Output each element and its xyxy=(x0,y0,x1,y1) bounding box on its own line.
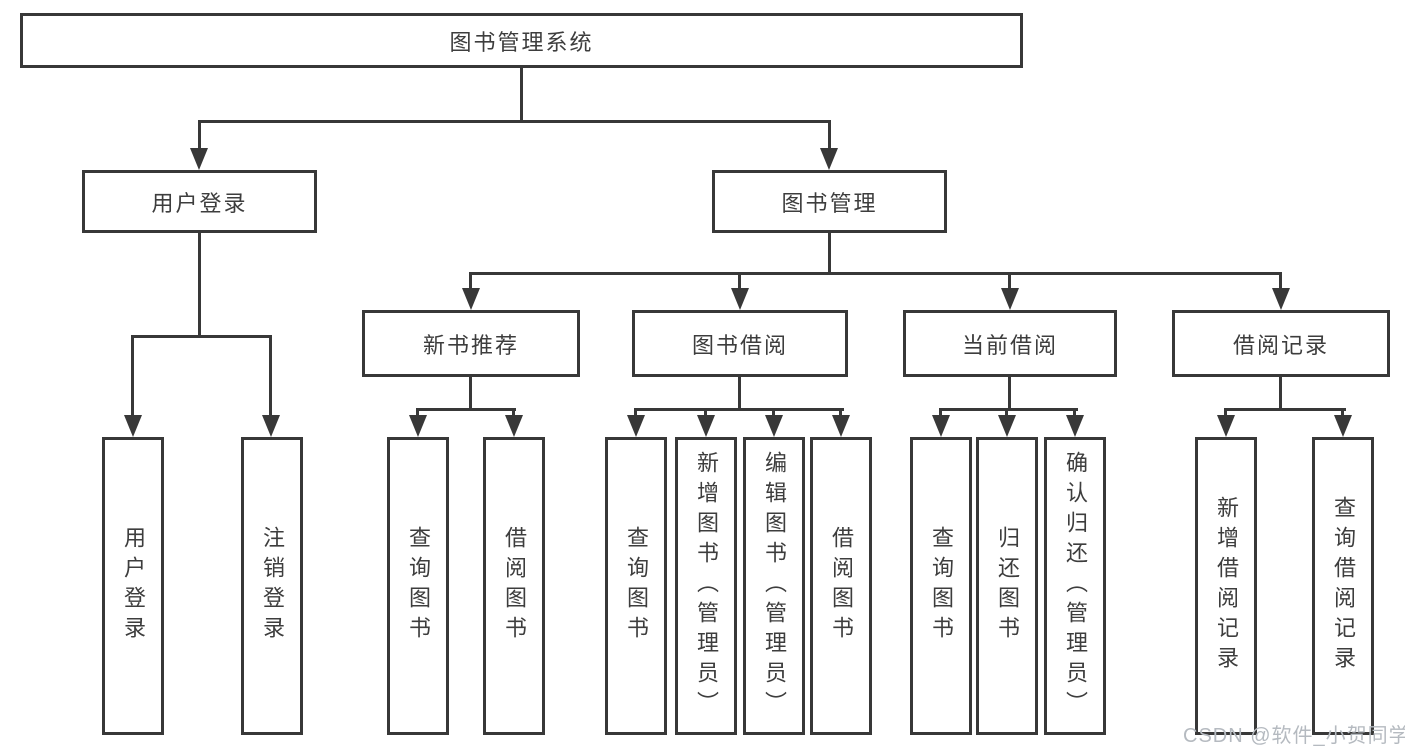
connector-vline xyxy=(1008,272,1011,290)
node-borrowing-records: 借阅记录 xyxy=(1172,310,1390,377)
leaf-return-books: 归还图书 xyxy=(976,437,1038,735)
connector-vline xyxy=(469,377,472,410)
connector-vline xyxy=(198,233,201,337)
node-current-borrowing: 当前借阅 xyxy=(903,310,1117,377)
watermark: CSDN @软件_小贺同学 xyxy=(1183,725,1405,747)
leaf-confirm-return-admin: 确认归还（管理员） xyxy=(1044,437,1106,735)
node-book-management: 图书管理 xyxy=(712,170,947,233)
arrow-down-icon xyxy=(462,288,480,310)
leaf-query-books-borrowing: 查询图书 xyxy=(605,437,667,735)
connector-vline xyxy=(839,408,842,418)
arrow-down-icon xyxy=(932,415,950,437)
arrow-down-icon xyxy=(1001,288,1019,310)
arrow-down-icon xyxy=(262,415,280,437)
connector-vline xyxy=(1341,408,1344,418)
connector-vline xyxy=(1224,408,1227,418)
leaf-borrow-books-recommend: 借阅图书 xyxy=(483,437,545,735)
node-label: 新书推荐 xyxy=(422,332,519,358)
arrow-down-icon xyxy=(1334,415,1352,437)
connector-hline xyxy=(416,408,516,411)
connector-vline xyxy=(828,233,831,274)
leaf-label: 查询图书 xyxy=(929,526,954,646)
connector-vline xyxy=(520,68,523,122)
leaf-logout: 注销登录 xyxy=(241,437,303,735)
node-label: 借阅记录 xyxy=(1232,332,1329,358)
arrow-down-icon xyxy=(1217,415,1235,437)
leaf-add-borrow-record: 新增借阅记录 xyxy=(1195,437,1257,735)
leaf-label: 注销登录 xyxy=(260,526,285,646)
connector-hline xyxy=(198,120,831,123)
connector-hline xyxy=(634,408,844,411)
node-new-book-recommend: 新书推荐 xyxy=(362,310,580,377)
leaf-label: 用户登录 xyxy=(121,526,146,646)
leaf-label: 确认归还（管理员） xyxy=(1063,451,1088,721)
node-label: 图书借阅 xyxy=(691,332,788,358)
connector-hline xyxy=(131,335,272,338)
leaf-label: 查询图书 xyxy=(624,526,649,646)
connector-vline xyxy=(469,272,472,290)
node-label: 当前借阅 xyxy=(961,332,1058,358)
arrow-down-icon xyxy=(731,288,749,310)
connector-vline xyxy=(131,335,134,417)
connector-vline xyxy=(738,272,741,290)
connector-vline xyxy=(269,335,272,417)
leaf-label: 新增图书（管理员） xyxy=(694,451,719,721)
connector-vline xyxy=(704,408,707,418)
node-book-borrowing: 图书借阅 xyxy=(632,310,848,377)
arrow-down-icon xyxy=(832,415,850,437)
arrow-down-icon xyxy=(124,415,142,437)
arrow-down-icon xyxy=(409,415,427,437)
connector-hline xyxy=(1224,408,1346,411)
arrow-down-icon xyxy=(998,415,1016,437)
connector-vline xyxy=(1005,408,1008,418)
connector-vline xyxy=(939,408,942,418)
leaf-label: 借阅图书 xyxy=(829,526,854,646)
arrow-down-icon xyxy=(820,148,838,170)
leaf-label: 借阅图书 xyxy=(502,526,527,646)
arrow-down-icon xyxy=(505,415,523,437)
leaf-edit-book-admin: 编辑图书（管理员） xyxy=(743,437,805,735)
connector-vline xyxy=(772,408,775,418)
node-label: 图书管理 xyxy=(781,190,878,216)
connector-vline xyxy=(1073,408,1076,418)
connector-vline xyxy=(198,120,201,154)
arrow-down-icon xyxy=(697,415,715,437)
connector-vline xyxy=(416,408,419,418)
leaf-label: 新增借阅记录 xyxy=(1214,496,1239,676)
leaf-query-books-recommend: 查询图书 xyxy=(387,437,449,735)
connector-vline xyxy=(828,120,831,154)
leaf-label: 查询借阅记录 xyxy=(1331,496,1356,676)
connector-hline xyxy=(939,408,1078,411)
node-user-login: 用户登录 xyxy=(82,170,317,233)
node-library-system: 图书管理系统 xyxy=(20,13,1023,68)
connector-vline xyxy=(1279,377,1282,410)
arrow-down-icon xyxy=(765,415,783,437)
connector-vline xyxy=(1008,377,1011,410)
arrow-down-icon xyxy=(1272,288,1290,310)
node-label: 用户登录 xyxy=(151,190,248,216)
leaf-query-borrow-record: 查询借阅记录 xyxy=(1312,437,1374,735)
connector-vline xyxy=(634,408,637,418)
leaf-user-login: 用户登录 xyxy=(102,437,164,735)
leaf-query-books-current: 查询图书 xyxy=(910,437,972,735)
leaf-borrow-books-borrowing: 借阅图书 xyxy=(810,437,872,735)
arrow-down-icon xyxy=(627,415,645,437)
leaf-add-book-admin: 新增图书（管理员） xyxy=(675,437,737,735)
connector-vline xyxy=(512,408,515,418)
leaf-label: 查询图书 xyxy=(406,526,431,646)
connector-vline xyxy=(1279,272,1282,290)
node-label: 图书管理系统 xyxy=(449,29,594,55)
arrow-down-icon xyxy=(1066,415,1084,437)
connector-vline xyxy=(738,377,741,410)
leaf-label: 编辑图书（管理员） xyxy=(762,451,787,721)
leaf-label: 归还图书 xyxy=(995,526,1020,646)
connector-hline xyxy=(469,272,1282,275)
arrow-down-icon xyxy=(190,148,208,170)
